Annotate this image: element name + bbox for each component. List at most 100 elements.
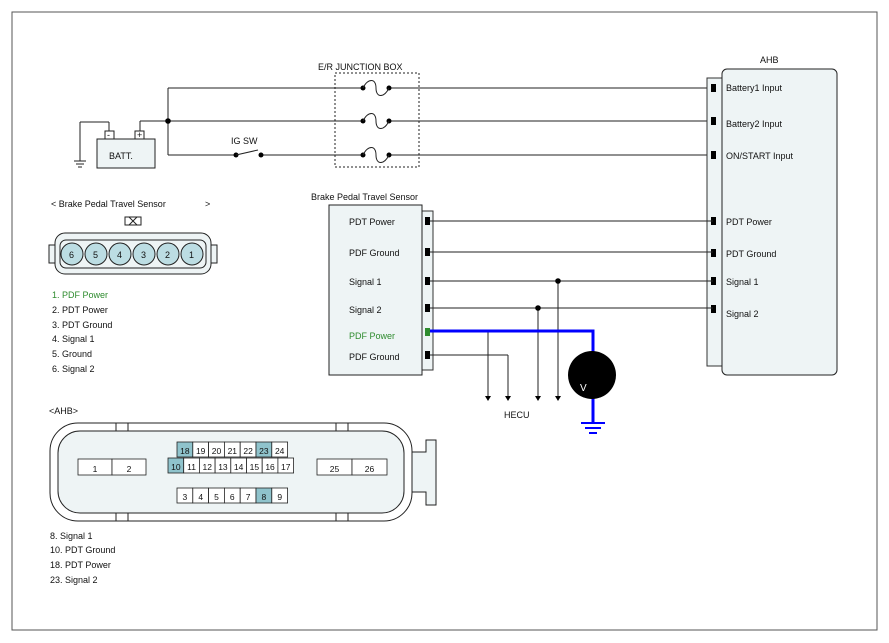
ahb-pin-number: 11 (187, 462, 196, 472)
ahb-input-label: Signal 1 (726, 277, 759, 287)
sensor-module: Brake Pedal Travel Sensor PDT Power PDF … (311, 192, 434, 376)
legend-item: 2. PDT Power (52, 305, 108, 315)
ahb-input-label: Signal 2 (726, 309, 759, 319)
voltmeter-label: V (580, 383, 587, 394)
ahb-input-label: Battery2 Input (726, 119, 783, 129)
ahb-pin-number: 3 (183, 492, 188, 502)
wire-junction-dot (535, 305, 541, 311)
ahb-title: AHB (760, 55, 779, 65)
ahb-pin-number: 10 (171, 462, 181, 472)
battery-neg: - (107, 130, 110, 140)
signal-wires (430, 220, 713, 398)
sensor-pin-label: PDF Ground (349, 352, 400, 362)
measure-wire (430, 329, 595, 423)
sensor-pin-number: 1 (189, 250, 194, 260)
legend-item: 10. PDT Ground (50, 545, 115, 555)
ahb-pin-cell (271, 441, 288, 458)
ahb-pin-number: 17 (281, 462, 291, 472)
ahb-pin-number: 5 (214, 492, 219, 502)
battery-label: BATT. (109, 151, 133, 161)
sensor-body (328, 204, 423, 376)
fuse-3 (360, 147, 392, 163)
sensor-module-title: Brake Pedal Travel Sensor (311, 192, 418, 202)
battery: - + BATT. (79, 121, 156, 169)
ahb-input-label: ON/START Input (726, 151, 794, 161)
ahb-pin-number: 2 (127, 464, 132, 474)
ahb-pin-number: 16 (265, 462, 275, 472)
sensor-pin-number: 3 (141, 250, 146, 260)
ahb-pin-number: 15 (250, 462, 260, 472)
ahb-pin-number: 20 (212, 446, 222, 456)
battery-pos: + (137, 130, 142, 140)
ig-switch: IG SW (231, 136, 264, 158)
ahb-pin-cell (351, 458, 388, 476)
ahb-pin-number: 12 (203, 462, 213, 472)
legend-item: 3. PDT Ground (52, 320, 112, 330)
sensor-pin-number: 5 (93, 250, 98, 260)
ahb-pin-number: 4 (198, 492, 203, 502)
ahb-connector-title: <AHB> (49, 406, 78, 416)
wire-junction-dot (165, 118, 171, 124)
hecu-arrows (485, 396, 561, 401)
junction-box-title: E/R JUNCTION BOX (318, 62, 403, 72)
voltmeter: V (568, 351, 616, 399)
sensor-pin-label: Signal 2 (349, 305, 382, 315)
ahb-input-label: Battery1 Input (726, 83, 783, 93)
sensor-pin-label-highlight: PDF Power (349, 331, 395, 341)
ahb-pin-number: 25 (330, 464, 340, 474)
sensor-pin-label: PDF Ground (349, 248, 400, 258)
ahb-pin-number: 8 (262, 492, 267, 502)
ahb-pin-number: 26 (365, 464, 375, 474)
power-wires (139, 87, 713, 156)
legend-item: 8. Signal 1 (50, 531, 93, 541)
sensor-connector: < Brake Pedal Travel Sensor > 6 5 4 3 2 … (48, 199, 218, 275)
junction-box: E/R JUNCTION BOX (318, 62, 420, 168)
ahb-pin-number: 21 (228, 446, 238, 456)
sensor-pin-number: 4 (117, 250, 122, 260)
ahb-pin-number: 18 (180, 446, 190, 456)
ahb-pin-cell (111, 458, 147, 476)
ground-icon (74, 160, 86, 168)
fuse-2 (360, 113, 392, 129)
ahb-pin-number: 19 (196, 446, 206, 456)
meter-ground-icon (581, 422, 605, 434)
sensor-pin-label: PDT Power (349, 217, 395, 227)
sensor-connector-title-end: > (205, 199, 210, 209)
fuse-1 (360, 80, 392, 96)
sensor-pin-label: Signal 1 (349, 277, 382, 287)
junction-box-outline (334, 72, 420, 168)
legend-item: 1. PDF Power (52, 290, 108, 300)
sensor-connector-title: < Brake Pedal Travel Sensor (51, 199, 166, 209)
sensor-pin-circles (60, 242, 204, 266)
sensor-pin-number: 6 (69, 250, 74, 260)
ahb-body (721, 68, 838, 376)
ahb-pin-number: 23 (259, 446, 269, 456)
sensor-pin-legend: 1. PDF Power 2. PDT Power 3. PDT Ground … (52, 290, 112, 374)
ahb-pin-number: 9 (277, 492, 282, 502)
wire-junction-dot (555, 278, 561, 284)
ahb-pin-legend: 8. Signal 1 10. PDT Ground 18. PDT Power… (50, 531, 115, 585)
ahb-pin-number: 1 (93, 464, 98, 474)
ahb-pin-number: 24 (275, 446, 285, 456)
ahb-pin-cell (277, 457, 294, 474)
ahb-pin-number: 7 (246, 492, 251, 502)
diagram-frame (11, 11, 878, 631)
ahb-pin-number: 22 (243, 446, 253, 456)
sensor-pin-number: 2 (165, 250, 170, 260)
pdf-power-pin-marker (425, 328, 430, 336)
legend-item: 18. PDT Power (50, 560, 111, 570)
ahb-pin-number: 14 (234, 462, 244, 472)
ahb-pin-cell (271, 487, 288, 504)
hecu-label: HECU (504, 410, 530, 420)
ahb-module: AHB Battery1 Input Battery2 Input ON/STA… (706, 55, 838, 376)
ig-switch-label: IG SW (231, 136, 258, 146)
ahb-pin-number: 6 (230, 492, 235, 502)
legend-item: 23. Signal 2 (50, 575, 98, 585)
ahb-input-label: PDT Ground (726, 249, 776, 259)
ahb-pin-number: 13 (218, 462, 228, 472)
ahb-input-label: PDT Power (726, 217, 772, 227)
legend-item: 4. Signal 1 (52, 334, 95, 344)
legend-item: 6. Signal 2 (52, 364, 95, 374)
